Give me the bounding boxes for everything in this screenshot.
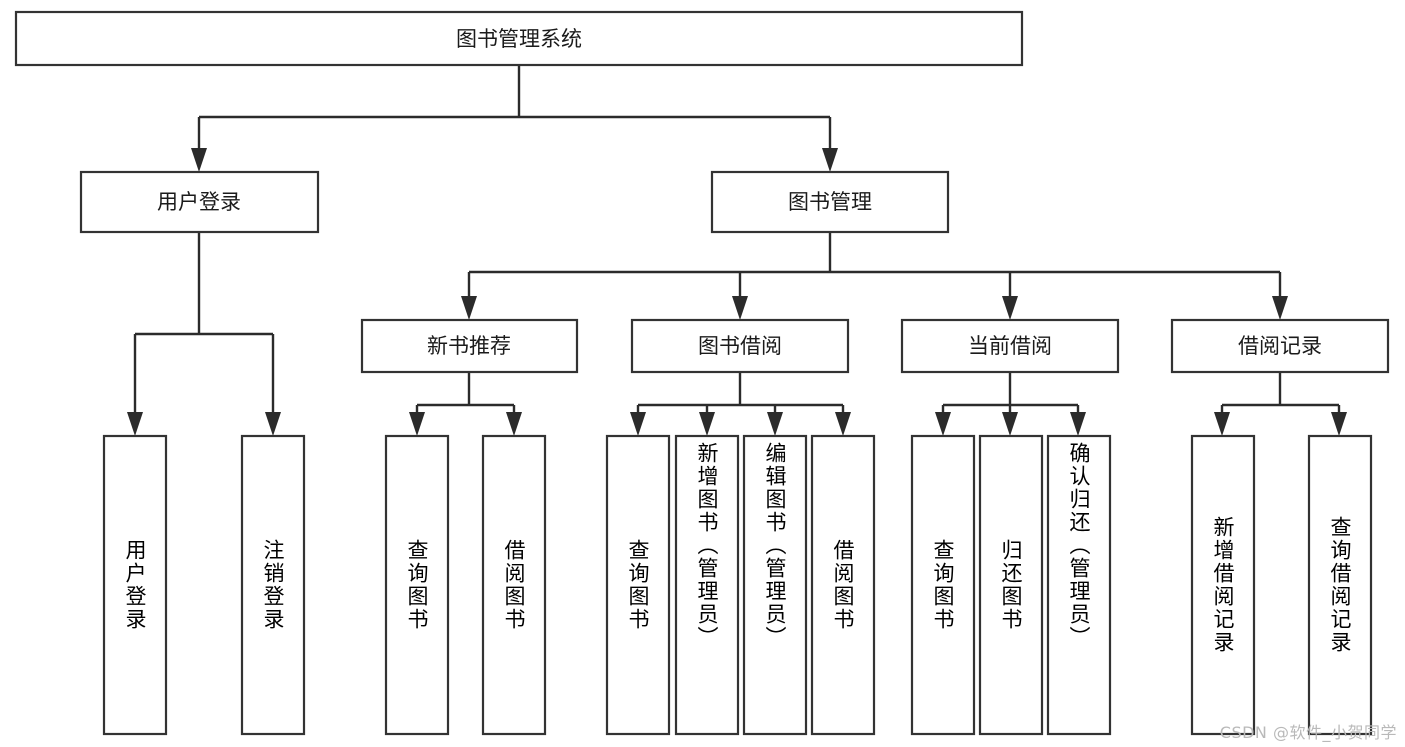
leaf-borrow-edit-book-box[interactable] <box>742 434 808 736</box>
leaf-borrow-add-book[interactable]: 新增图书（管理员） <box>674 434 740 736</box>
node-book-manage-label: 图书管理 <box>788 190 872 214</box>
leaf-current-return-book[interactable]: 归还图书 <box>978 434 1044 736</box>
arrow-head-borrowrecord-leaf-2 <box>1331 412 1347 436</box>
node-current-borrow-label: 当前借阅 <box>968 334 1052 358</box>
leaf-borrow-edit-book[interactable]: 编辑图书（管理员） <box>742 434 808 736</box>
leaf-current-confirm-return[interactable]: 确认归还（管理员） <box>1046 434 1112 736</box>
leaf-borrow-borrow-book-box[interactable] <box>810 434 876 736</box>
leaf-record-add[interactable]: 新增借阅记录 <box>1190 434 1256 736</box>
connector-group <box>127 65 1347 436</box>
node-user-login[interactable]: 用户登录 <box>79 170 320 234</box>
leaf-logout-label: 注销登录 <box>261 539 285 631</box>
leaf-borrow-add-book-box[interactable] <box>674 434 740 736</box>
leaf-current-query-book-label: 查询图书 <box>931 539 955 631</box>
leaf-current-return-book-label: 归还图书 <box>999 539 1023 631</box>
node-borrow-record-box[interactable] <box>1170 318 1390 374</box>
arrow-head-new-book <box>461 296 477 320</box>
leaf-newbook-query-book-box[interactable] <box>384 434 450 736</box>
leaf-newbook-borrow-book-label: 借阅图书 <box>502 539 526 631</box>
leaf-current-query-book-box[interactable] <box>910 434 976 736</box>
arrow-head-currentborrow-leaf-2 <box>1002 412 1018 436</box>
arrow-head-book-manage <box>822 148 838 172</box>
arrow-head-newbook-leaf-1 <box>409 412 425 436</box>
node-user-login-label: 用户登录 <box>157 190 241 214</box>
leaf-borrow-borrow-book[interactable]: 借阅图书 <box>810 434 876 736</box>
leaf-user-login-label: 用户登录 <box>123 539 147 631</box>
arrow-head-leaf-logout <box>265 412 281 436</box>
node-root[interactable]: 图书管理系统 <box>14 10 1024 67</box>
leaf-record-query-label: 查询借阅记录 <box>1328 516 1352 654</box>
arrow-head-currentborrow-leaf-3 <box>1070 412 1086 436</box>
node-borrow-record-label: 借阅记录 <box>1238 334 1322 358</box>
node-current-borrow-box[interactable] <box>900 318 1120 374</box>
leaf-logout[interactable]: 注销登录 <box>240 434 306 736</box>
arrow-head-currentborrow-leaf-1 <box>935 412 951 436</box>
leaf-logout-box[interactable] <box>240 434 306 736</box>
leaf-user-login-box[interactable] <box>102 434 168 736</box>
node-new-book-recommend[interactable]: 新书推荐 <box>360 318 579 374</box>
node-book-borrow-label: 图书借阅 <box>698 334 782 358</box>
leaf-current-confirm-return-label: 确认归还（管理员） <box>1067 442 1091 649</box>
leaf-current-confirm-return-box[interactable] <box>1046 434 1112 736</box>
leaf-newbook-borrow-book-box[interactable] <box>481 434 547 736</box>
leaf-user-login[interactable]: 用户登录 <box>102 434 168 736</box>
arrow-head-borrowrecord-leaf-1 <box>1214 412 1230 436</box>
leaf-newbook-borrow-book[interactable]: 借阅图书 <box>481 434 547 736</box>
arrow-head-current-borrow <box>1002 296 1018 320</box>
arrow-head-bookborrow-leaf-4 <box>835 412 851 436</box>
node-borrow-record[interactable]: 借阅记录 <box>1170 318 1390 374</box>
node-current-borrow[interactable]: 当前借阅 <box>900 318 1120 374</box>
arrow-head-bookborrow-leaf-2 <box>699 412 715 436</box>
arrow-head-book-borrow <box>732 296 748 320</box>
node-book-borrow[interactable]: 图书借阅 <box>630 318 850 374</box>
arrow-head-newbook-leaf-2 <box>506 412 522 436</box>
leaf-borrow-borrow-book-label: 借阅图书 <box>831 539 855 631</box>
node-root-box[interactable] <box>14 10 1024 67</box>
arrow-head-leaf-user-login <box>127 412 143 436</box>
node-book-borrow-box[interactable] <box>630 318 850 374</box>
node-user-login-box[interactable] <box>79 170 320 234</box>
node-book-manage-box[interactable] <box>710 170 950 234</box>
leaf-newbook-query-book-label: 查询图书 <box>405 539 429 631</box>
leaf-current-query-book[interactable]: 查询图书 <box>910 434 976 736</box>
leaf-record-add-label: 新增借阅记录 <box>1211 516 1235 654</box>
leaf-newbook-query-book[interactable]: 查询图书 <box>384 434 450 736</box>
leaf-record-query[interactable]: 查询借阅记录 <box>1307 434 1373 736</box>
leaf-borrow-query-book[interactable]: 查询图书 <box>605 434 671 736</box>
leaf-record-add-box[interactable] <box>1190 434 1256 736</box>
node-root-label: 图书管理系统 <box>456 27 582 51</box>
arrow-head-bookborrow-leaf-1 <box>630 412 646 436</box>
leaf-borrow-add-book-label: 新增图书（管理员） <box>695 442 719 649</box>
csdn-watermark: CSDN @软件_小贺同学 <box>1219 723 1397 742</box>
arrow-head-user-login <box>191 148 207 172</box>
arrow-head-borrow-record <box>1272 296 1288 320</box>
node-new-book-recommend-box[interactable] <box>360 318 579 374</box>
node-book-manage[interactable]: 图书管理 <box>710 170 950 234</box>
leaf-borrow-query-book-label: 查询图书 <box>626 539 650 631</box>
leaf-borrow-edit-book-label: 编辑图书（管理员） <box>763 442 787 649</box>
leaf-current-return-book-box[interactable] <box>978 434 1044 736</box>
leaf-record-query-box[interactable] <box>1307 434 1373 736</box>
arrow-head-bookborrow-leaf-3 <box>767 412 783 436</box>
leaf-borrow-query-book-box[interactable] <box>605 434 671 736</box>
node-new-book-recommend-label: 新书推荐 <box>427 334 511 358</box>
